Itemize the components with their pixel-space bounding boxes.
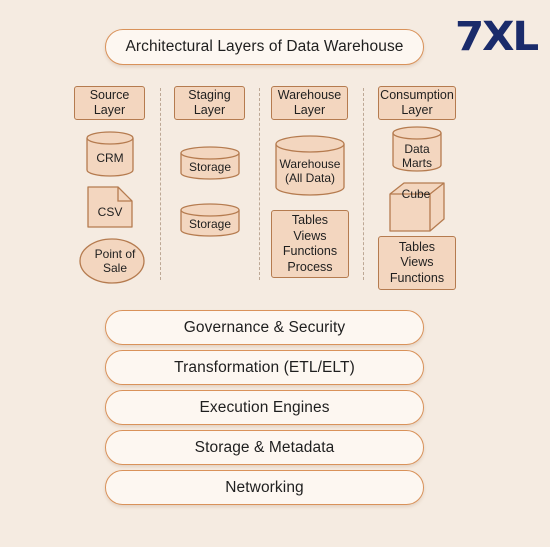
csv-label: CSV	[97, 205, 123, 219]
storage-metadata-layer: Storage & Metadata	[105, 430, 424, 465]
staging-layer-header: Staging Layer	[174, 86, 245, 120]
warehouse-layer-header: Warehouse Layer	[271, 86, 348, 120]
cube-label: Cube	[401, 187, 431, 201]
crm-cylinder-icon	[86, 131, 134, 177]
execution-engines-layer: Execution Engines	[105, 390, 424, 425]
networking-layer: Networking	[105, 470, 424, 505]
warehouse-cylinder-icon	[275, 135, 345, 196]
brand-logo: 7XL	[455, 14, 539, 60]
consumption-layer-header: Consumption Layer	[378, 86, 456, 120]
crm-label: CRM	[96, 151, 124, 165]
warehouse-objects-box: Tables Views Functions Process	[271, 210, 349, 278]
csv-file-icon	[87, 186, 133, 228]
warehouse-all-data-label: Warehouse (All Data)	[279, 157, 341, 185]
consumption-objects-box: Tables Views Functions	[378, 236, 456, 290]
data-marts-cylinder-icon	[392, 126, 442, 172]
diagram-title: Architectural Layers of Data Warehouse	[105, 29, 424, 65]
column-divider	[363, 88, 364, 280]
staging-storage-cylinder-icon	[180, 203, 240, 237]
point-of-sale-label: Point of Sale	[94, 247, 136, 275]
column-divider	[259, 88, 260, 280]
transformation-etl-elt-layer: Transformation (ETL/ELT)	[105, 350, 424, 385]
column-divider	[160, 88, 161, 280]
staging-storage-cylinder-icon	[180, 146, 240, 180]
point-of-sale-ellipse-icon	[79, 238, 145, 284]
governance-security-layer: Governance & Security	[105, 310, 424, 345]
staging-storage-label: Storage	[188, 160, 232, 174]
source-layer-header: Source Layer	[74, 86, 145, 120]
data-marts-label: Data Marts	[402, 142, 432, 170]
staging-storage-label: Storage	[188, 217, 232, 231]
cube-icon	[389, 182, 445, 232]
